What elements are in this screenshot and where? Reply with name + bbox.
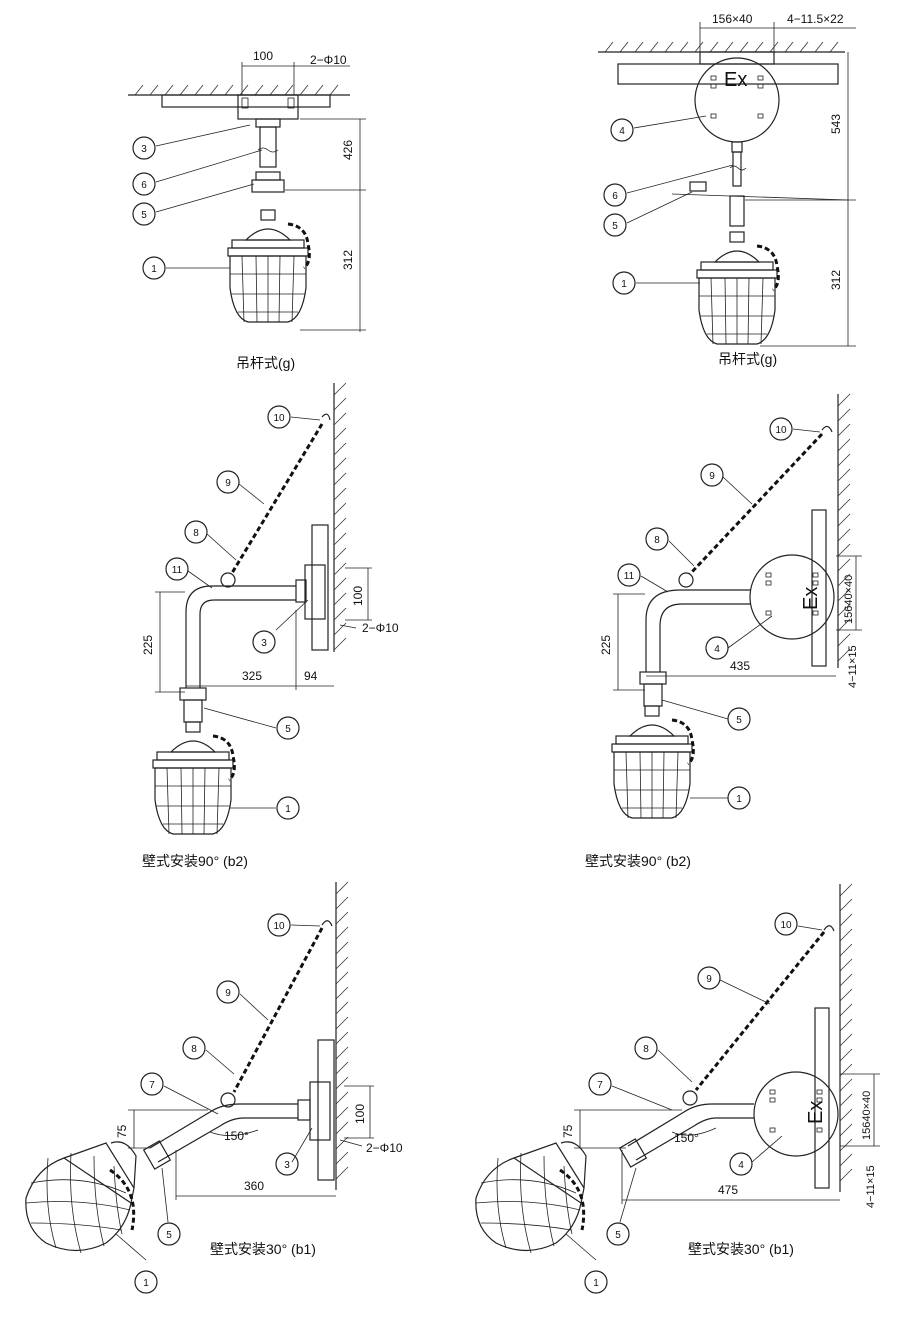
- p4-callout-8: 8: [654, 535, 660, 546]
- p5-dim-plate: 100: [353, 1104, 367, 1124]
- p6-callout-8: 8: [643, 1044, 649, 1055]
- p3-dim-plate: 100: [351, 586, 365, 606]
- p5-caption: 壁式安装30° (b1): [210, 1241, 316, 1257]
- p2-dim-top: 156×40: [712, 12, 753, 26]
- p5-dim-angle: 150°: [224, 1129, 249, 1143]
- p1-callout-5: 5: [141, 210, 147, 221]
- p1-callout-6: 6: [141, 180, 147, 191]
- panel-6-wall-mount-30-ex: Ex 75 150° 475 15640×40 4−11×15 10 9 8: [475, 883, 880, 1294]
- p5-callout-3: 3: [284, 1160, 290, 1171]
- p1-dim-lamp: 312: [341, 250, 355, 270]
- p4-callout-1: 1: [736, 794, 742, 805]
- p6-dim-bolt: 4−11×15: [865, 1165, 877, 1208]
- p4-caption: 壁式安装90° (b2): [585, 853, 691, 869]
- p2-dim-bolt: 4−11.5×22: [787, 12, 844, 26]
- p2-dim-lamp: 312: [829, 270, 843, 290]
- p1-dim-drop: 426: [341, 140, 355, 160]
- p4-dim-arm: 435: [730, 659, 750, 673]
- p3-callout-8: 8: [193, 528, 199, 539]
- p3-callout-1: 1: [285, 804, 291, 815]
- p5-callout-1: 1: [143, 1278, 149, 1289]
- p5-dim-arm: 360: [244, 1179, 264, 1193]
- p4-callout-4: 4: [714, 644, 720, 655]
- p6-dim-plate: 15640×40: [861, 1091, 873, 1140]
- p2-caption: 吊杆式(g): [718, 351, 777, 367]
- p4-dim-height: 225: [599, 635, 613, 655]
- p3-callout-11: 11: [172, 565, 183, 576]
- p6-callout-1: 1: [593, 1278, 599, 1289]
- p5-dim-offset: 75: [115, 1124, 129, 1138]
- p2-callout-1: 1: [621, 279, 627, 290]
- p5-callout-7: 7: [149, 1080, 155, 1091]
- p6-callout-5: 5: [615, 1230, 621, 1241]
- p6-callout-9: 9: [706, 974, 712, 985]
- p2-ex-label: Ex: [724, 69, 747, 91]
- p2-callout-5: 5: [612, 221, 618, 232]
- p2-callout-6: 6: [612, 191, 618, 202]
- p4-callout-11: 11: [624, 571, 635, 582]
- p3-dim-height: 225: [141, 635, 155, 655]
- p1-dim-top: 100: [253, 49, 273, 63]
- p4-callout-10: 10: [775, 425, 787, 436]
- p5-callout-8: 8: [191, 1044, 197, 1055]
- panel-4-wall-mount-90-ex: Ex 225 435 15640×40 4−11×15 10 9 8 11 4: [585, 393, 862, 869]
- panel-1-pendant-mount: 100 2−Φ10 426 312 3 6 5 1 吊杆式(g): [128, 49, 366, 371]
- p5-callout-9: 9: [225, 988, 231, 999]
- panel-2-pendant-mount-ex: Ex 156×40 4−11.5×22 543 312 4 6 5 1 吊杆式(…: [598, 12, 856, 367]
- p1-caption: 吊杆式(g): [236, 355, 295, 371]
- p3-callout-3: 3: [261, 638, 267, 649]
- p3-caption: 壁式安装90° (b2): [142, 853, 248, 869]
- p6-callout-7: 7: [597, 1080, 603, 1091]
- p5-callout-5: 5: [166, 1230, 172, 1241]
- p3-callout-9: 9: [225, 478, 231, 489]
- p2-dim-drop: 543: [829, 114, 843, 134]
- p4-ex-label: Ex: [800, 587, 822, 610]
- p3-dim-arm: 325: [242, 669, 262, 683]
- p2-callout-4: 4: [619, 126, 625, 137]
- p1-callout-3: 3: [141, 144, 147, 155]
- p6-dim-offset: 75: [561, 1124, 575, 1138]
- p5-dim-bolt: 2−Φ10: [366, 1141, 403, 1155]
- p3-callout-10: 10: [273, 413, 285, 424]
- p5-callout-10: 10: [273, 921, 285, 932]
- panel-3-wall-mount-90: 225 325 94 100 2−Φ10 10 9 8 11 3 5 1 壁式安…: [141, 382, 399, 869]
- p6-ex-label: Ex: [805, 1101, 827, 1124]
- p4-dim-plate: 15640×40: [843, 575, 855, 624]
- p3-callout-5: 5: [285, 724, 291, 735]
- p1-dim-bolt: 2−Φ10: [310, 53, 347, 67]
- p6-caption: 壁式安装30° (b1): [688, 1241, 794, 1257]
- p4-callout-9: 9: [709, 471, 715, 482]
- p6-dim-angle: 150°: [674, 1131, 699, 1145]
- p4-dim-bolt: 4−11×15: [847, 645, 859, 688]
- p1-callout-1: 1: [151, 264, 157, 275]
- panel-5-wall-mount-30: 75 150° 360 100 2−Φ10 10 9 8 7 3 5 1 壁式安…: [25, 881, 403, 1294]
- p6-dim-arm: 475: [718, 1183, 738, 1197]
- p3-dim-bolt: 2−Φ10: [362, 621, 399, 635]
- p6-callout-4: 4: [738, 1160, 744, 1171]
- p3-dim-wall: 94: [304, 669, 318, 683]
- p4-callout-5: 5: [736, 715, 742, 726]
- p6-callout-10: 10: [780, 920, 792, 931]
